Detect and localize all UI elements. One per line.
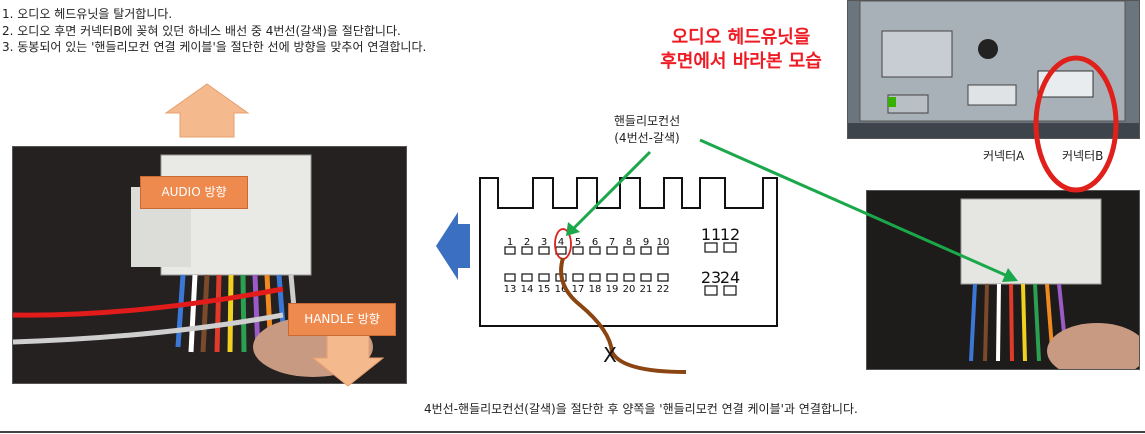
handle-direction-arrow	[311, 334, 385, 387]
green-arrow-to-pin	[570, 150, 652, 232]
head-unit-rear-illustration	[848, 1, 1139, 138]
pin-label: 10	[657, 237, 670, 248]
callout-line-2: 후면에서 바라본 모습	[660, 51, 822, 72]
bottom-divider	[0, 431, 1145, 433]
wire-label-line-2: (4번선-갈색)	[614, 131, 680, 145]
pin-label: 11	[701, 225, 721, 244]
step-2: 2. 오디오 후면 커넥터B에 꽂혀 있던 하네스 배선 중 4번선(갈색)을 …	[2, 23, 401, 38]
pin-label: 23	[701, 268, 721, 287]
green-arrow-to-photo	[699, 138, 1013, 280]
connector-b-label: 커넥터B	[1062, 149, 1104, 163]
pin-label: 13	[504, 284, 517, 295]
pin-label: 1	[507, 237, 513, 248]
pin-label: 24	[720, 268, 740, 287]
caption: 4번선-핸들리모컨선(갈색)을 절단한 후 양쪽을 '핸들리모컨 연결 케이블'…	[424, 402, 858, 416]
rear-view-callout: 오디오 헤드유닛을 후면에서 바라본 모습	[636, 26, 846, 74]
pin-label: 14	[521, 284, 534, 295]
connector-a-label: 커넥터A	[983, 149, 1025, 163]
wire-label-line-1: 핸들리모컨선	[613, 114, 681, 128]
connector-outline	[479, 177, 778, 327]
pin-label: 6	[592, 237, 598, 248]
cut-mark: X	[603, 343, 617, 367]
callout-line-1: 오디오 헤드유닛을	[671, 27, 811, 48]
audio-direction-arrow	[164, 83, 250, 138]
audio-direction-tag: AUDIO 방향	[140, 176, 248, 209]
pin-label: 20	[623, 284, 636, 295]
pin-label: 4	[558, 237, 564, 248]
pin-label: 18	[589, 284, 602, 295]
pin-label: 22	[657, 284, 670, 295]
harness-small-illustration	[867, 191, 1139, 369]
pin-label: 3	[541, 237, 547, 248]
pin-label: 21	[640, 284, 653, 295]
wire-label: 핸들리모컨선 (4번선-갈색)	[596, 113, 698, 147]
pin-label: 7	[609, 237, 615, 248]
instruction-steps: 1. 오디오 헤드유닛을 탈거합니다. 2. 오디오 후면 커넥터B에 꽂혀 있…	[2, 6, 426, 56]
head-unit-rear-photo	[847, 0, 1140, 139]
pin-label: 9	[643, 237, 649, 248]
pin-label: 17	[572, 284, 585, 295]
pin-label: 2	[524, 237, 530, 248]
pin-label: 12	[720, 225, 740, 244]
pin-label: 5	[575, 237, 581, 248]
pin-label: 16	[555, 284, 568, 295]
pin-label: 15	[538, 284, 551, 295]
pin-label: 19	[606, 284, 619, 295]
handle-direction-tag: HANDLE 방향	[288, 303, 396, 336]
step-3: 3. 동봉되어 있는 '핸들리모컨 연결 케이블'을 절단한 선에 방향을 맞추…	[2, 40, 427, 54]
left-arrow-icon	[436, 212, 470, 280]
brown-wire	[559, 257, 687, 374]
step-1: 1. 오디오 헤드유닛을 탈거합니다.	[2, 7, 173, 21]
connector-b-ring	[1033, 55, 1119, 193]
pin-label: 8	[626, 237, 632, 248]
